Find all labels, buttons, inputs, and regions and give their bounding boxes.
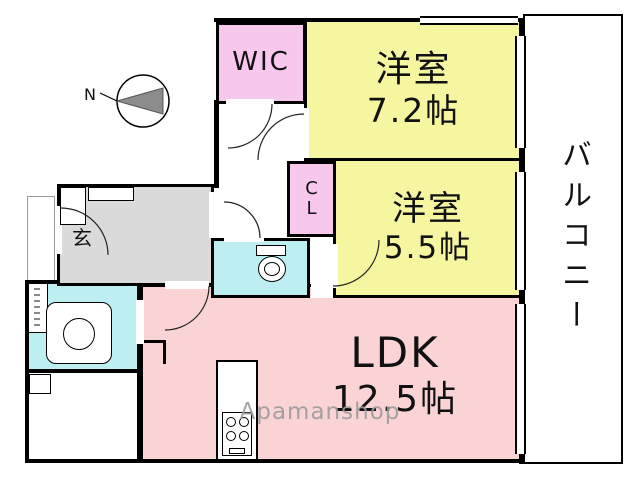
window-symbol (420, 16, 518, 25)
entrance-porch (27, 196, 55, 282)
watermark: Apamanshop (239, 399, 401, 425)
hall-nook (311, 240, 333, 298)
shoe-cabinet-icon (88, 187, 134, 201)
door-opening-washroom (136, 300, 144, 344)
door-opening-entrance (55, 206, 62, 254)
ldk-name: LDK (350, 328, 440, 377)
wall-stub (140, 340, 166, 343)
toilet-tank-icon (256, 245, 286, 256)
compass-icon: N (84, 74, 170, 128)
compass-needle-line (99, 92, 118, 102)
wall-segment (25, 459, 525, 463)
door-opening-toilet (224, 234, 264, 242)
window-symbol (515, 36, 526, 148)
bedroom-7-2-name: 洋室 (375, 49, 452, 91)
door-arc-toilet (223, 201, 261, 239)
window-symbol (515, 304, 526, 454)
room-bedroom-5-5: 洋室 5.5帖 (333, 158, 523, 298)
room-bedroom-7-2: 洋室 7.2帖 (304, 18, 523, 161)
bath-fixture (29, 374, 51, 394)
north-label: N (84, 85, 96, 104)
washer-space-label (34, 288, 40, 328)
stove-burner (226, 417, 236, 427)
compass-circle (116, 74, 170, 128)
ldk-size: 12.5帖 (331, 379, 459, 421)
door-arc-wic (227, 103, 273, 149)
bedroom-5-5-name: 洋室 (392, 189, 464, 229)
balcony: バルコニー (523, 14, 623, 464)
entrance-label: 玄 (72, 226, 92, 250)
wall-segment (25, 280, 29, 463)
washbasin-icon (63, 318, 95, 350)
room-closet: C L (287, 161, 336, 237)
toilet-bowl-inner (264, 262, 280, 276)
wall-segment (25, 280, 59, 284)
stove-burner (239, 417, 249, 427)
room-wic: WIC (216, 22, 306, 104)
door-opening-bedroom-7-2 (301, 108, 309, 158)
wall-segment (214, 100, 219, 188)
balcony-label: バルコニー (556, 139, 591, 339)
compass-arrow (115, 87, 164, 115)
door-opening-wic (226, 99, 274, 107)
ldk-label-block: LDK 12.5帖 (290, 328, 500, 422)
door-arc-bedroom-7-2 (257, 113, 305, 161)
stove-burner (239, 431, 249, 441)
wall-stub (163, 340, 166, 364)
closet-label-line2: L (306, 198, 317, 219)
grill-icon (229, 448, 245, 454)
window-symbol (515, 172, 526, 290)
stove-burner (226, 431, 236, 441)
closet-label-line1: C (305, 178, 318, 200)
wic-label: WIC (232, 47, 290, 78)
bedroom-5-5-size: 5.5帖 (383, 229, 473, 266)
wall-segment (214, 18, 525, 22)
shoe-cabinet-icon (60, 187, 86, 225)
bedroom-7-2-size: 7.2帖 (366, 91, 461, 131)
door-opening-ldk (165, 281, 209, 289)
door-opening-hall (209, 192, 217, 238)
